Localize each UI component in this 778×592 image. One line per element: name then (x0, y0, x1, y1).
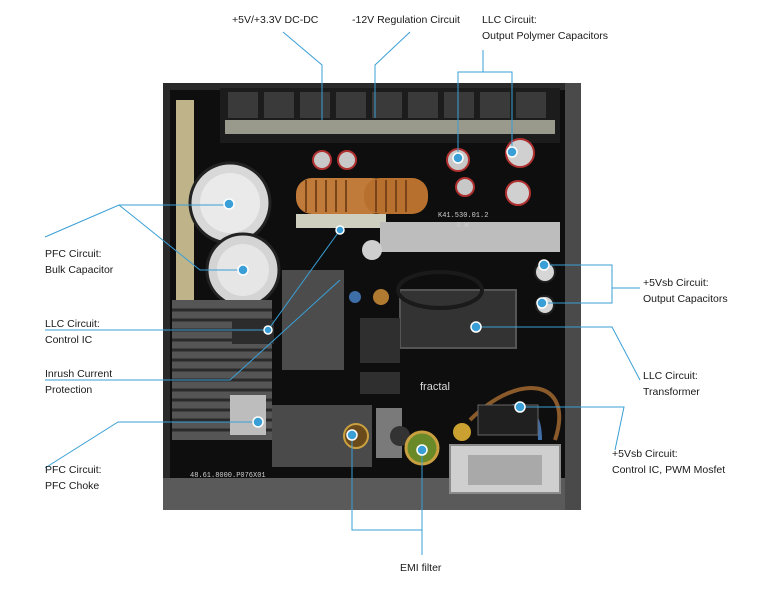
label-emi-line1: EMI filter (400, 562, 442, 574)
label-vsb-ic: +5Vsb Circuit: Control IC, PWM Mosfet (612, 446, 725, 478)
heatsink-fins-top (228, 92, 546, 118)
polymer-cap-3 (446, 148, 470, 172)
central-component-2 (360, 372, 400, 394)
label-pfc-bulk-line1: PFC Circuit: (45, 248, 102, 260)
label-vsb-caps: +5Vsb Circuit: Output Capacitors (643, 275, 728, 307)
ref-print-1: K41.530.01.2 (438, 212, 488, 220)
label-vsb-caps-line1: +5Vsb Circuit: (643, 277, 709, 289)
blue-cap (349, 291, 361, 303)
label-pfc-choke-line1: PFC Circuit: (45, 464, 102, 476)
label-llc-transformer-line2: Transformer (643, 386, 700, 398)
label-llc-caps-line2: Output Polymer Capacitors (482, 30, 609, 42)
label-reg12: -12V Regulation Circuit (352, 12, 460, 28)
label-dcdc: +5V/+3.3V DC-DC (232, 12, 318, 28)
small-toroid (373, 289, 389, 305)
transformer-cable-loop (396, 270, 484, 310)
label-pfc-bulk: PFC Circuit: Bulk Capacitor (45, 246, 113, 278)
label-llc-transformer-line1: LLC Circuit: (643, 370, 698, 382)
central-component (360, 318, 400, 363)
llc-heatsink (282, 270, 344, 370)
label-vsb-caps-line2: Output Capacitors (643, 293, 728, 305)
label-vsb-ic-line2: Control IC, PWM Mosfet (612, 464, 726, 476)
label-inrush-line1: Inrush Current (45, 368, 113, 380)
vsb-cap-1 (534, 261, 556, 283)
label-pfc-choke-line2: PFC Choke (45, 480, 100, 492)
ac-inlet-face (468, 455, 542, 485)
polymer-cap-4 (505, 138, 535, 168)
label-inrush-line2: Protection (45, 384, 93, 396)
label-emi: EMI filter (400, 560, 441, 576)
llc-control-ic-board (232, 320, 274, 344)
secondary-bracket (380, 222, 560, 252)
small-cap (362, 240, 382, 260)
pfc-choke-part (230, 395, 266, 435)
label-llc-transformer: LLC Circuit: Transformer (643, 368, 700, 400)
vsb-control-board (477, 404, 539, 436)
bulk-capacitor-1-top (200, 173, 260, 233)
emi-toroid (453, 423, 471, 441)
label-vsb-ic-line1: +5Vsb Circuit: (612, 448, 678, 460)
dcdc-coil-left (296, 178, 388, 214)
label-pfc-bulk-line2: Bulk Capacitor (45, 264, 114, 276)
label-dcdc-line1: +5V/+3.3V DC-DC (232, 14, 319, 26)
label-inrush: Inrush Current Protection (45, 366, 112, 398)
serial-print: 48.61.8000.P076X01 (190, 472, 266, 480)
label-llc-caps: LLC Circuit: Output Polymer Capacitors (482, 12, 608, 44)
ref-print-2: 3 W (456, 222, 469, 230)
polymer-cap-6 (455, 177, 475, 197)
label-llc-caps-line1: LLC Circuit: (482, 14, 537, 26)
dcdc-heatsink-strip (296, 214, 386, 228)
label-reg12-line1: -12V Regulation Circuit (352, 14, 460, 26)
polymer-cap-1 (312, 150, 332, 170)
polymer-cap-5 (505, 180, 531, 206)
label-pfc-choke: PFC Circuit: PFC Choke (45, 462, 102, 494)
vsb-cap-2 (535, 295, 555, 315)
emi-choke-1 (343, 423, 369, 449)
label-llc-ic: LLC Circuit: Control IC (45, 316, 100, 348)
polymer-cap-2 (337, 150, 357, 170)
label-llc-ic-line1: LLC Circuit: (45, 318, 100, 330)
label-llc-ic-line2: Control IC (45, 334, 93, 346)
output-heatsink-bar (225, 120, 555, 134)
casing-right-edge (565, 83, 581, 510)
coil-windings (305, 180, 407, 212)
llc-transformer (399, 289, 517, 349)
bulk-capacitor-2-top (217, 244, 269, 296)
emi-choke-3 (404, 430, 440, 466)
brand-print: fractal (420, 381, 450, 393)
